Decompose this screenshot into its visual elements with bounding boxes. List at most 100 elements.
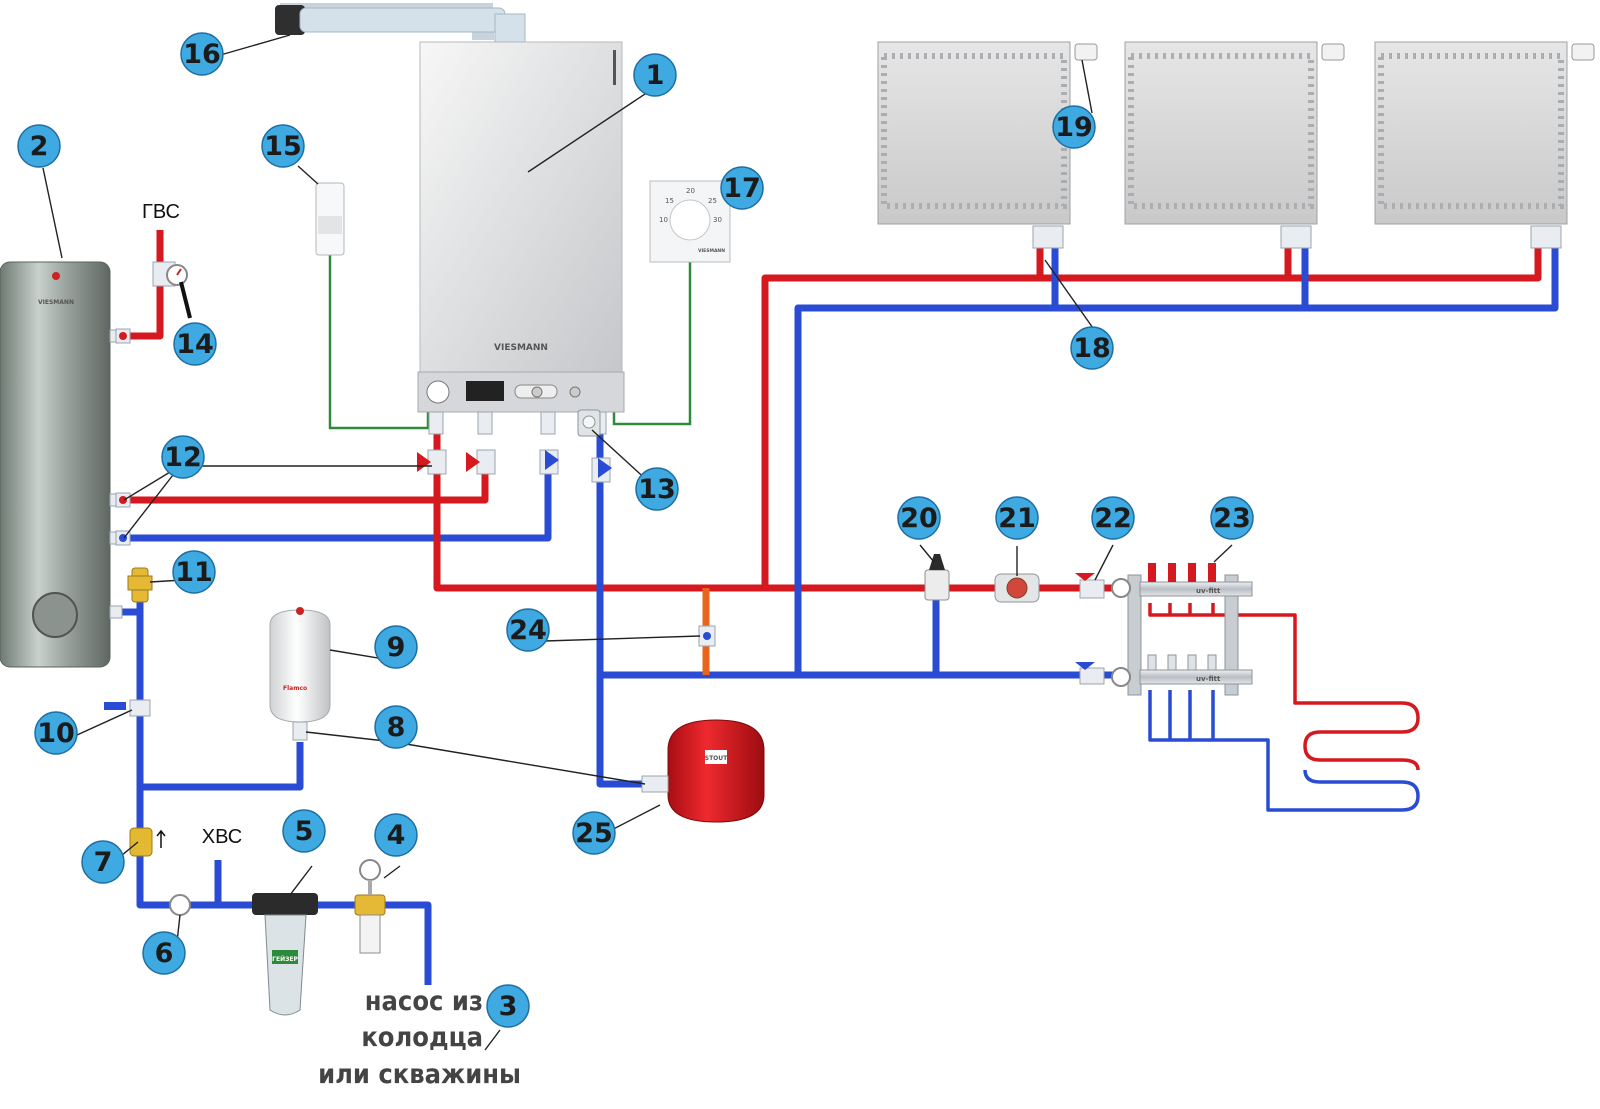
manifold-gauge-icon <box>1111 667 1131 687</box>
ball-valve-blue-2 <box>591 457 612 483</box>
boiler-brand: VIESMANN <box>494 343 548 353</box>
callout-circle-25 <box>572 811 616 855</box>
heating-return-pipe <box>596 412 648 788</box>
tank-valve-red <box>115 492 131 508</box>
callout-number-1: 1 <box>646 60 665 91</box>
callout-number-4: 4 <box>387 820 406 851</box>
callout-circle-13 <box>635 467 679 511</box>
callout-20: 20 <box>897 496 941 540</box>
callout-number-24: 24 <box>509 615 547 646</box>
callout-7: 7 <box>81 840 125 884</box>
callout-circle-20 <box>897 496 941 540</box>
coaxial-flue <box>299 7 506 33</box>
callout-number-22: 22 <box>1094 503 1132 534</box>
manifold-gauge-icon <box>1111 578 1131 598</box>
callout-circle-2 <box>17 124 61 168</box>
callout-circle-19 <box>1052 105 1096 149</box>
callout-15: 15 <box>261 124 305 168</box>
radiator-1 <box>877 41 1098 225</box>
callout-number-12: 12 <box>164 442 202 473</box>
tank-brand: VIESMANN <box>38 299 74 306</box>
callout-6: 6 <box>142 931 186 975</box>
dial-mark-30: 30 <box>713 216 722 224</box>
cold-water-branch <box>140 742 304 791</box>
thermostat-dial-icon <box>669 199 711 241</box>
safety-group <box>577 409 601 437</box>
callout-number-18: 18 <box>1073 333 1111 364</box>
callout-number-8: 8 <box>387 712 406 743</box>
radiator-2-valves <box>1280 225 1312 249</box>
callout-circle-17 <box>720 166 764 210</box>
radiator-return-riser <box>794 248 1559 675</box>
ball-valve-blue-1 <box>539 449 559 475</box>
callout-5: 5 <box>282 809 326 853</box>
callout-22: 22 <box>1091 496 1135 540</box>
dial-mark-15: 15 <box>665 197 674 205</box>
expansion-vessel-heating: STOUT <box>641 719 765 823</box>
circulation-pump <box>994 573 1040 603</box>
dial-mark-20: 20 <box>686 187 695 195</box>
mesh-filter <box>354 859 386 954</box>
callout-25: 25 <box>572 811 616 855</box>
callout-circle-14 <box>173 322 217 366</box>
callout-9: 9 <box>374 625 418 669</box>
callout-circle-4 <box>374 813 418 857</box>
callout-8: 8 <box>374 705 418 749</box>
cold-water-label: ХВС <box>202 826 242 848</box>
callout-number-15: 15 <box>264 131 302 162</box>
safety-valve <box>127 567 153 603</box>
sensor-wire <box>328 255 430 430</box>
valve-22-return <box>1075 662 1105 685</box>
callout-circle-9 <box>374 625 418 669</box>
tank-body <box>0 261 111 668</box>
callout-circle-7 <box>81 840 125 884</box>
callout-number-9: 9 <box>387 632 406 663</box>
ball-valve-red-1 <box>417 449 447 475</box>
callout-11: 11 <box>172 550 216 594</box>
callout-number-3: 3 <box>499 991 518 1022</box>
callout-13: 13 <box>635 467 679 511</box>
callout-circle-11 <box>172 550 216 594</box>
callout-number-11: 11 <box>175 557 213 588</box>
radiator-supply-riser <box>761 248 1542 588</box>
floor-loop-supply <box>1148 603 1420 771</box>
floor-loop-return <box>1148 690 1420 812</box>
ball-valve-red-2 <box>466 449 496 475</box>
floor-manifold: uv-fitt uv-fitt <box>1111 563 1253 696</box>
pressure-gauge-icon <box>169 894 191 916</box>
radiator-2 <box>1124 41 1345 225</box>
callout-circle-10 <box>34 711 78 755</box>
pressure-gauge-6 <box>169 894 191 916</box>
callout-16: 16 <box>180 32 224 76</box>
callout-number-23: 23 <box>1213 503 1251 534</box>
source-label-line2: колодца <box>361 1022 483 1053</box>
pipe-network <box>120 230 1559 985</box>
callout-17: 17 <box>720 166 764 210</box>
callout-circle-21 <box>995 496 1039 540</box>
outdoor-sensor <box>315 182 345 256</box>
callout-circle-18 <box>1070 326 1114 370</box>
valve-10 <box>104 699 151 717</box>
callout-24: 24 <box>506 608 550 652</box>
callout-number-13: 13 <box>638 474 676 505</box>
dial-mark-10: 10 <box>659 216 668 224</box>
callout-number-10: 10 <box>37 718 75 749</box>
valve-22-supply <box>1075 573 1105 599</box>
thermostat-wire <box>612 262 692 426</box>
hot-water-label: ГВС <box>142 201 180 223</box>
manifold-brand-bottom: uv-fitt <box>1196 675 1221 683</box>
thermostat-brand: VIESMANN <box>698 248 725 254</box>
callout-number-19: 19 <box>1055 112 1093 143</box>
gauge-icon <box>359 859 381 881</box>
radiator-3 <box>1374 41 1595 225</box>
boiler-pressure-gauge-icon <box>426 380 450 404</box>
callout-19: 19 <box>1052 105 1096 149</box>
callout-number-20: 20 <box>900 503 938 534</box>
callout-circle-23 <box>1210 496 1254 540</box>
callout-circle-3 <box>486 984 530 1028</box>
flamco-brand: Flamco <box>283 685 307 692</box>
check-valve <box>129 827 166 857</box>
callout-circle-15 <box>261 124 305 168</box>
